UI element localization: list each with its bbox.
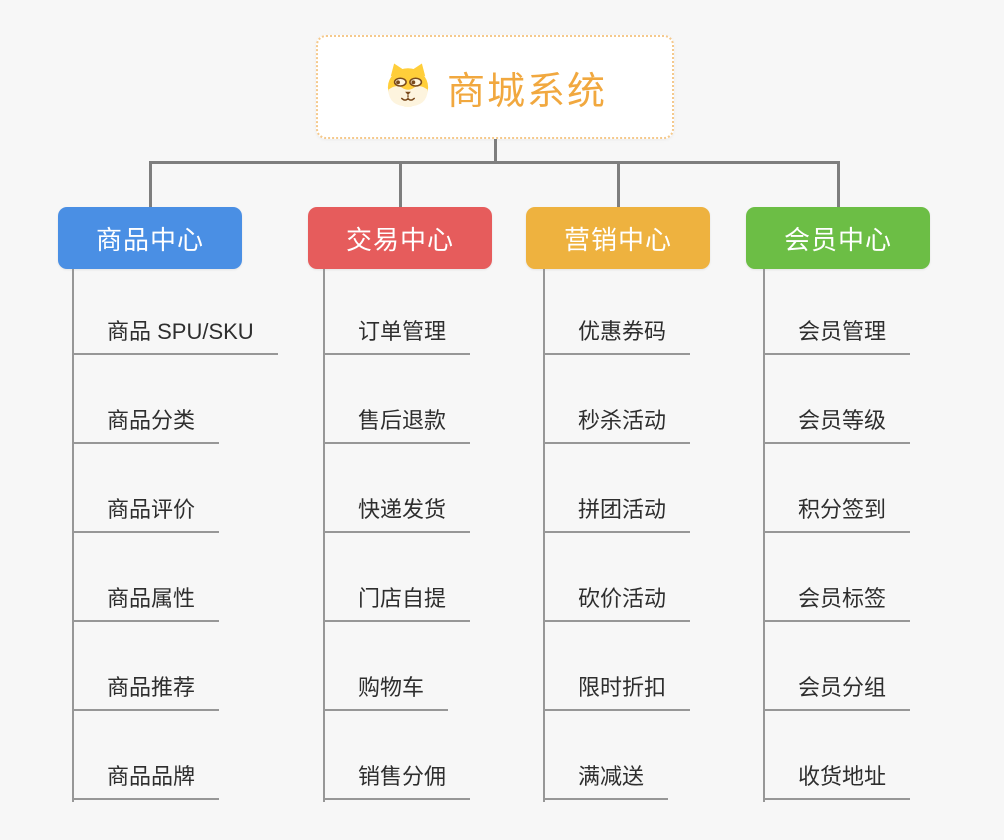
leaf-node[interactable]: 商品属性 <box>72 578 220 622</box>
branch-node-members[interactable]: 会员中心 <box>746 207 930 269</box>
leaf-node[interactable]: 售后退款 <box>323 400 471 444</box>
branch-rail-products <box>72 269 74 802</box>
leaf-node[interactable]: 会员标签 <box>763 578 911 622</box>
leaf-label: 销售分佣 <box>358 764 447 789</box>
leaf-label: 商品分类 <box>107 408 196 433</box>
connector-drop-marketing <box>617 162 620 207</box>
leaf-label: 积分签到 <box>798 497 887 522</box>
leaf-label: 商品评价 <box>107 497 196 522</box>
branch-node-products[interactable]: 商品中心 <box>58 207 242 269</box>
leaf-node[interactable]: 优惠券码 <box>543 311 691 355</box>
leaf-label: 秒杀活动 <box>578 408 667 433</box>
leaf-node[interactable]: 砍价活动 <box>543 578 691 622</box>
leaf-label: 快递发货 <box>358 497 447 522</box>
connector-drop-products <box>149 162 152 207</box>
leaf-node[interactable]: 满减送 <box>543 756 669 800</box>
leaf-label: 门店自提 <box>358 586 447 611</box>
leaf-node[interactable]: 秒杀活动 <box>543 400 691 444</box>
leaf-node[interactable]: 商品 SPU/SKU <box>72 311 278 355</box>
leaf-node[interactable]: 商品分类 <box>72 400 220 444</box>
branch-node-marketing[interactable]: 营销中心 <box>526 207 710 269</box>
leaf-label: 砍价活动 <box>578 586 667 611</box>
branch-rail-trade <box>323 269 325 802</box>
leaf-node[interactable]: 购物车 <box>323 667 449 711</box>
leaf-label: 购物车 <box>358 675 425 700</box>
leaf-label: 会员管理 <box>798 319 887 344</box>
branch-label: 营销中心 <box>563 224 672 255</box>
leaf-label: 收货地址 <box>798 764 887 789</box>
leaf-label: 商品品牌 <box>107 764 196 789</box>
connector-root-stem <box>494 139 497 164</box>
leaf-label: 售后退款 <box>358 408 447 433</box>
connector-horizontal-bar <box>149 161 840 164</box>
root-node[interactable]: 商城系统 <box>316 35 674 139</box>
leaf-node[interactable]: 拼团活动 <box>543 489 691 533</box>
branch-rail-members <box>763 269 765 802</box>
connector-drop-members <box>837 162 840 207</box>
branch-label: 商品中心 <box>95 224 204 255</box>
root-node-label: 商城系统 <box>446 70 607 113</box>
branch-rail-marketing <box>543 269 545 802</box>
leaf-node[interactable]: 快递发货 <box>323 489 471 533</box>
leaf-node[interactable]: 门店自提 <box>323 578 471 622</box>
leaf-node[interactable]: 积分签到 <box>763 489 911 533</box>
dog-face-icon <box>383 62 433 113</box>
leaf-node[interactable]: 销售分佣 <box>323 756 471 800</box>
leaf-node[interactable]: 会员管理 <box>763 311 911 355</box>
leaf-node[interactable]: 商品评价 <box>72 489 220 533</box>
branch-node-trade[interactable]: 交易中心 <box>308 207 492 269</box>
leaf-label: 商品 SPU/SKU <box>107 319 254 344</box>
leaf-label: 会员分组 <box>798 675 887 700</box>
leaf-node[interactable]: 订单管理 <box>323 311 471 355</box>
leaf-node[interactable]: 收货地址 <box>763 756 911 800</box>
leaf-label: 会员等级 <box>798 408 887 433</box>
leaf-label: 拼团活动 <box>578 497 667 522</box>
leaf-label: 商品属性 <box>107 586 196 611</box>
leaf-label: 会员标签 <box>798 586 887 611</box>
leaf-node[interactable]: 会员等级 <box>763 400 911 444</box>
leaf-label: 订单管理 <box>358 319 447 344</box>
leaf-label: 商品推荐 <box>107 675 196 700</box>
leaf-label: 优惠券码 <box>578 319 667 344</box>
branch-label: 会员中心 <box>783 224 892 255</box>
leaf-label: 限时折扣 <box>578 675 667 700</box>
leaf-label: 满减送 <box>578 764 645 789</box>
leaf-node[interactable]: 商品推荐 <box>72 667 220 711</box>
branch-label: 交易中心 <box>345 224 454 255</box>
connector-drop-trade <box>399 162 402 207</box>
leaf-node[interactable]: 限时折扣 <box>543 667 691 711</box>
leaf-node[interactable]: 会员分组 <box>763 667 911 711</box>
leaf-node[interactable]: 商品品牌 <box>72 756 220 800</box>
